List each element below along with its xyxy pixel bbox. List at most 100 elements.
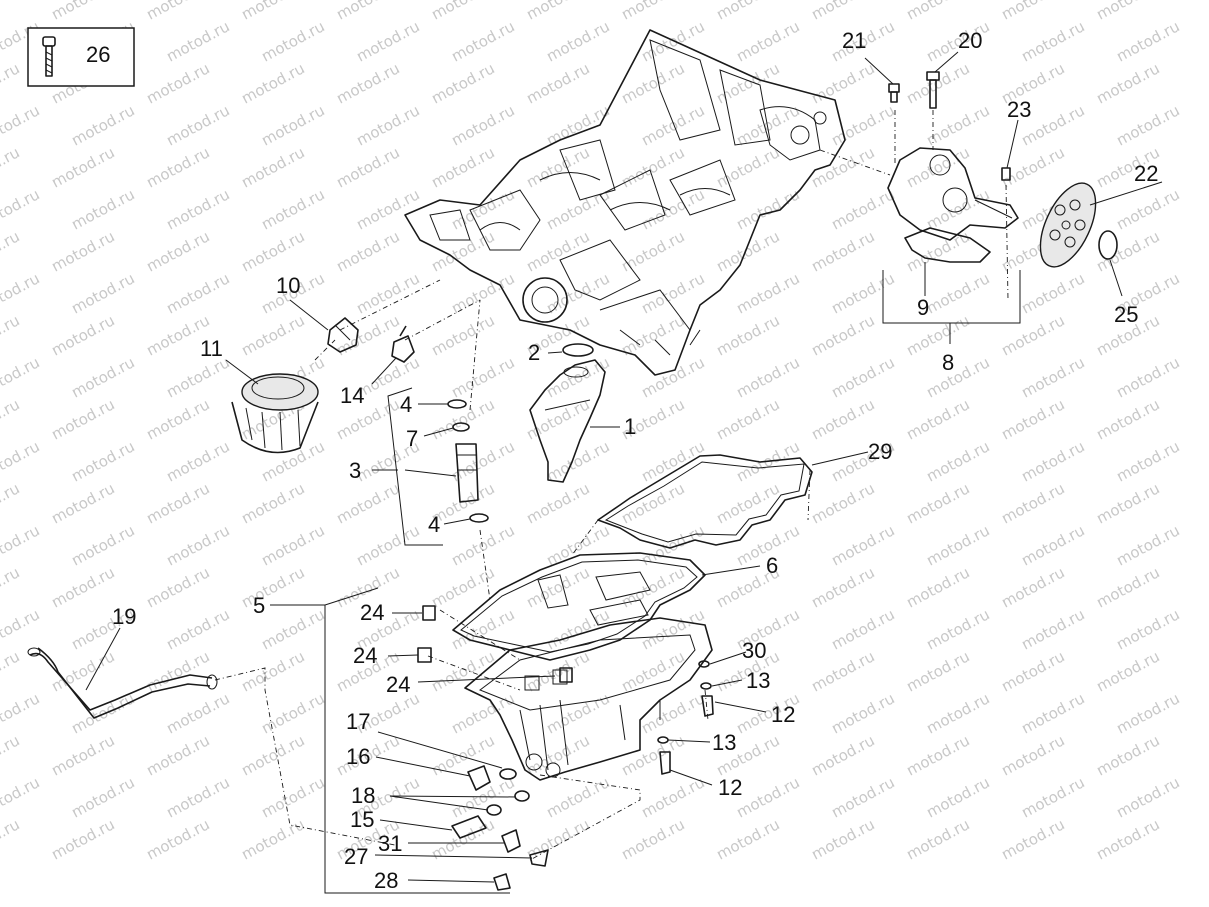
- watermark-text: motod.ru: [713, 311, 782, 359]
- watermark-text: motod.ru: [258, 605, 327, 653]
- valve-assembly-part-3: [447, 399, 489, 523]
- callout-13b: 13: [712, 730, 736, 755]
- watermark-text: motod.ru: [1093, 731, 1162, 779]
- watermark-text: motod.ru: [0, 311, 23, 359]
- watermark-text: motod.ru: [143, 479, 212, 527]
- watermark-text: motod.ru: [923, 521, 992, 569]
- watermark-text: motod.ru: [0, 0, 23, 24]
- watermark-text: motod.ru: [903, 143, 972, 191]
- watermark-text: motod.ru: [903, 815, 972, 863]
- callout-27: 27: [344, 844, 368, 869]
- watermark-text: motod.ru: [143, 227, 212, 275]
- watermark-text: motod.ru: [998, 311, 1067, 359]
- circlip-part-25: [1098, 230, 1118, 260]
- watermark-text: motod.ru: [998, 815, 1067, 863]
- watermark-text: motod.ru: [543, 17, 612, 65]
- watermark-text: motod.ru: [428, 143, 497, 191]
- oring-part-2: [562, 343, 594, 357]
- watermark-text: motod.ru: [618, 59, 687, 107]
- watermark-text: motod.ru: [998, 563, 1067, 611]
- watermark-text: motod.ru: [543, 185, 612, 233]
- watermark-text: motod.ru: [1093, 647, 1162, 695]
- watermark-text: motod.ru: [923, 605, 992, 653]
- watermark-text: motod.ru: [0, 59, 23, 107]
- leader-lines: [85, 51, 1163, 883]
- watermark-text: motod.ru: [808, 479, 877, 527]
- watermark-text: motod.ru: [333, 59, 402, 107]
- callout-25: 25: [1114, 302, 1138, 327]
- watermark-text: motod.ru: [238, 563, 307, 611]
- watermark-text: motod.ru: [163, 269, 232, 317]
- watermark-text: motod.ru: [1113, 521, 1182, 569]
- watermark-text: motod.ru: [998, 731, 1067, 779]
- watermark-text: motod.ru: [808, 227, 877, 275]
- callout-2: 2: [528, 340, 540, 365]
- watermark-text: motod.ru: [0, 353, 43, 401]
- watermark-text: motod.ru: [808, 311, 877, 359]
- watermark-text: motod.ru: [923, 773, 992, 821]
- watermark-text: motod.ru: [828, 185, 897, 233]
- watermark-text: motod.ru: [428, 563, 497, 611]
- watermark-text: motod.ru: [143, 143, 212, 191]
- watermark-text: motod.ru: [333, 479, 402, 527]
- watermark-text: motod.ru: [0, 605, 43, 653]
- legend-label: 26: [86, 42, 110, 67]
- watermark-text: motod.ru: [48, 143, 117, 191]
- watermark-text: motod.ru: [998, 0, 1067, 24]
- watermark-text: motod.ru: [618, 479, 687, 527]
- watermark-text: motod.ru: [163, 185, 232, 233]
- watermark-text: motod.ru: [828, 689, 897, 737]
- watermark-text: motod.ru: [238, 59, 307, 107]
- crankcase: [404, 29, 846, 376]
- callout-24b: 24: [353, 643, 377, 668]
- sump-hardware: [417, 605, 714, 891]
- watermark-text: motod.ru: [0, 143, 23, 191]
- callout-17: 17: [346, 709, 370, 734]
- callout-13a: 13: [746, 668, 770, 693]
- watermark-text: motod.ru: [618, 0, 687, 24]
- watermark-text: motod.ru: [733, 17, 802, 65]
- callout-10: 10: [276, 273, 300, 298]
- watermark-text: motod.ru: [733, 353, 802, 401]
- watermark-text: motod.ru: [0, 395, 23, 443]
- watermark-text: motod.ru: [733, 773, 802, 821]
- watermark-text: motod.ru: [258, 185, 327, 233]
- watermark-text: motod.ru: [238, 731, 307, 779]
- callout-16: 16: [346, 744, 370, 769]
- fitting-part-10: [327, 317, 359, 353]
- watermark-text: motod.ru: [903, 395, 972, 443]
- watermark-text: motod.ru: [808, 815, 877, 863]
- watermark-text: motod.ru: [1113, 101, 1182, 149]
- oil-filter-part-11: [231, 373, 319, 454]
- watermark-text: motod.ru: [0, 731, 23, 779]
- watermark-text: motod.ru: [713, 0, 782, 24]
- watermark-text: motod.ru: [808, 563, 877, 611]
- oil-pump-part-8: [887, 147, 1019, 241]
- watermark-text: motod.ru: [1018, 353, 1087, 401]
- sensor-part-14: [391, 325, 415, 363]
- watermark-text: motod.ru: [428, 647, 497, 695]
- watermark-text: motod.ru: [733, 269, 802, 317]
- watermark-text: motod.ru: [258, 773, 327, 821]
- watermark-text: motod.ru: [638, 353, 707, 401]
- watermark-text: motod.ru: [808, 647, 877, 695]
- legend-box: 26: [27, 27, 135, 87]
- watermark-text: motod.ru: [903, 647, 972, 695]
- watermark-text: motod.ru: [143, 731, 212, 779]
- watermark-text: motod.ru: [638, 689, 707, 737]
- watermark-text: motod.ru: [163, 605, 232, 653]
- callout-30: 30: [742, 638, 766, 663]
- watermark-text: motod.ru: [448, 605, 517, 653]
- watermark-text: motod.ru: [143, 59, 212, 107]
- callout-7: 7: [406, 426, 418, 451]
- watermark-text: motod.ru: [68, 521, 137, 569]
- watermark-text: motod.ru: [808, 395, 877, 443]
- watermark-text: motod.ru: [903, 59, 972, 107]
- watermark-text: motod.ru: [638, 437, 707, 485]
- watermark-text: motod.ru: [163, 17, 232, 65]
- watermark-text: motod.ru: [638, 773, 707, 821]
- callout-28: 28: [374, 868, 398, 893]
- watermark-text: motod.ru: [0, 227, 23, 275]
- watermark-text: motod.ru: [333, 0, 402, 24]
